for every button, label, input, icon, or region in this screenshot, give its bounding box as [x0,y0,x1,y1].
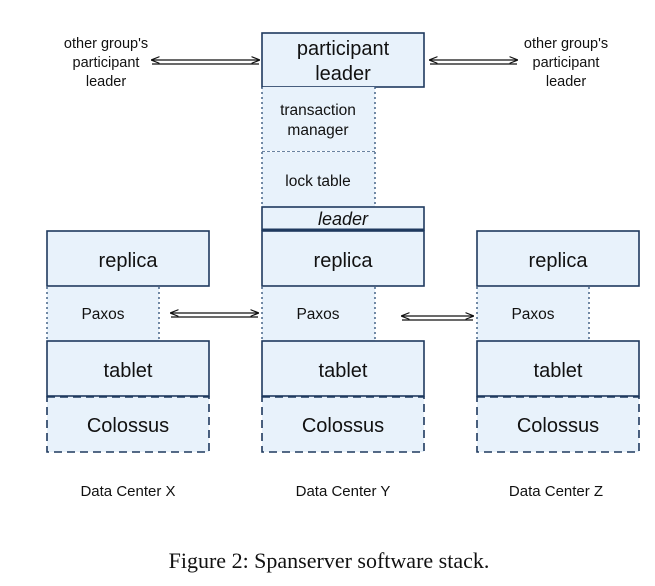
replica-box-z: replica [476,230,640,287]
lock-table-label: lock table [285,173,350,190]
participant-leader-line2: leader [315,63,371,85]
colossus-label-x: Colossus [87,415,169,437]
replica-box-x: replica [46,230,210,287]
participant-leader-box: participant leader [261,32,425,88]
tablet-label-y: tablet [319,360,368,382]
colossus-box-z: Colossus [476,396,640,453]
tablet-label-x: tablet [104,360,153,382]
paxos-box-y: Paxos [261,287,376,341]
lock-table-box: lock table [261,152,376,207]
datacenter-z-stack: replica Paxos tablet Colossus [476,230,640,453]
svg-text:leader: leader [86,74,126,90]
paxos-label-y: Paxos [296,306,339,323]
leader-label: leader [318,209,369,229]
svg-text:other group's: other group's [64,36,148,52]
datacenter-x-label: Data Center X [80,483,175,500]
datacenter-x-stack: replica Paxos tablet Colossus [46,230,210,453]
replica-box-y: replica [261,230,425,287]
figure-caption: Figure 2: Spanserver software stack. [169,548,490,573]
tablet-label-z: tablet [534,360,583,382]
arrow-right-group [430,60,517,65]
tablet-box-z: tablet [476,340,640,397]
arrow-paxos-y-z [402,316,473,321]
tablet-box-y: tablet [261,340,425,397]
transaction-manager-line2: manager [287,122,348,139]
paxos-label-x: Paxos [81,306,124,323]
colossus-label-y: Colossus [302,415,384,437]
paxos-box-z: Paxos [476,287,590,341]
other-group-label-right: other group's participant leader [524,36,608,90]
transaction-manager-line1: transaction [280,102,356,119]
paxos-label-z: Paxos [511,306,554,323]
colossus-box-y: Colossus [261,396,425,453]
colossus-label-z: Colossus [517,415,599,437]
replica-label-x: replica [99,250,159,272]
arrow-paxos-x-y [171,313,258,318]
svg-text:leader: leader [546,74,586,90]
replica-label-y: replica [314,250,374,272]
svg-text:other group's: other group's [524,36,608,52]
leader-box: leader [261,206,425,232]
svg-text:participant: participant [533,55,600,71]
datacenter-y-stack: replica Paxos tablet Colossus [261,230,425,453]
colossus-box-x: Colossus [46,396,210,453]
datacenter-z-label: Data Center Z [509,483,603,500]
paxos-box-x: Paxos [46,287,160,341]
participant-leader-line1: participant [297,38,390,60]
other-group-label-left: other group's participant leader [64,36,148,90]
tablet-box-x: tablet [46,340,210,397]
replica-label-z: replica [529,250,589,272]
transaction-manager-box: transaction manager [261,87,376,153]
arrow-left-group [152,60,259,65]
datacenter-y-label: Data Center Y [296,483,391,500]
svg-text:participant: participant [73,55,140,71]
